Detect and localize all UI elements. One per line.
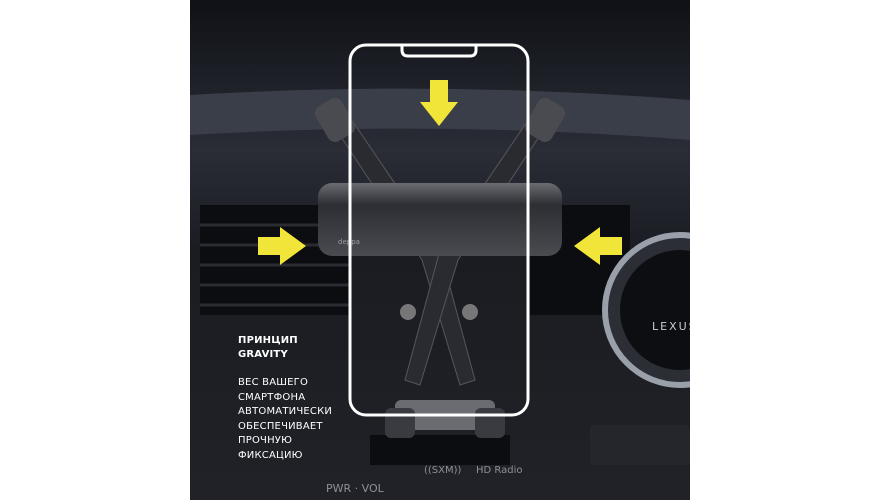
cd-slot — [370, 435, 510, 465]
title-line: ПРИНЦИП — [238, 335, 298, 346]
sxm-label: ((SXM)) — [424, 465, 462, 476]
description-line: ВЕС ВАШЕГО — [238, 377, 309, 388]
phone-notch — [400, 45, 478, 58]
hd-radio-label: HD Radio — [476, 465, 523, 476]
car-dashboard-scene: LEXUS deppa — [190, 0, 690, 500]
description-line: СМАРТФОНА — [238, 391, 306, 403]
title-line: GRAVITY — [238, 349, 288, 360]
arrow-left-icon — [574, 227, 622, 265]
holder-top-right-clamp — [524, 98, 566, 142]
holder-top-left-clamp — [314, 98, 356, 142]
description-line: ПРОЧНУЮ — [238, 435, 293, 446]
pwr-vol-label: PWR · VOL — [326, 482, 384, 495]
holder-body — [318, 183, 562, 256]
description-line: ОБЕСПЕЧИВАЕТ — [238, 420, 323, 432]
arrow-right-icon — [258, 227, 306, 265]
feature-description: ВЕС ВАШЕГО СМАРТФОНА АВТОМАТИЧЕСКИ ОБЕСП… — [238, 376, 332, 463]
description-line: ФИКСАЦИЮ — [238, 449, 303, 461]
feature-title: ПРИНЦИП GRAVITY — [238, 334, 298, 362]
lexus-logo: LEXUS — [652, 320, 690, 333]
description-line: АВТОМАТИЧЕСКИ — [238, 406, 333, 417]
phone-outline — [348, 43, 530, 417]
arrow-down-icon — [420, 80, 458, 126]
product-photo: LEXUS deppa ПРИНЦИП GRAVITY ВЕС ВАШЕГО С… — [190, 0, 690, 500]
